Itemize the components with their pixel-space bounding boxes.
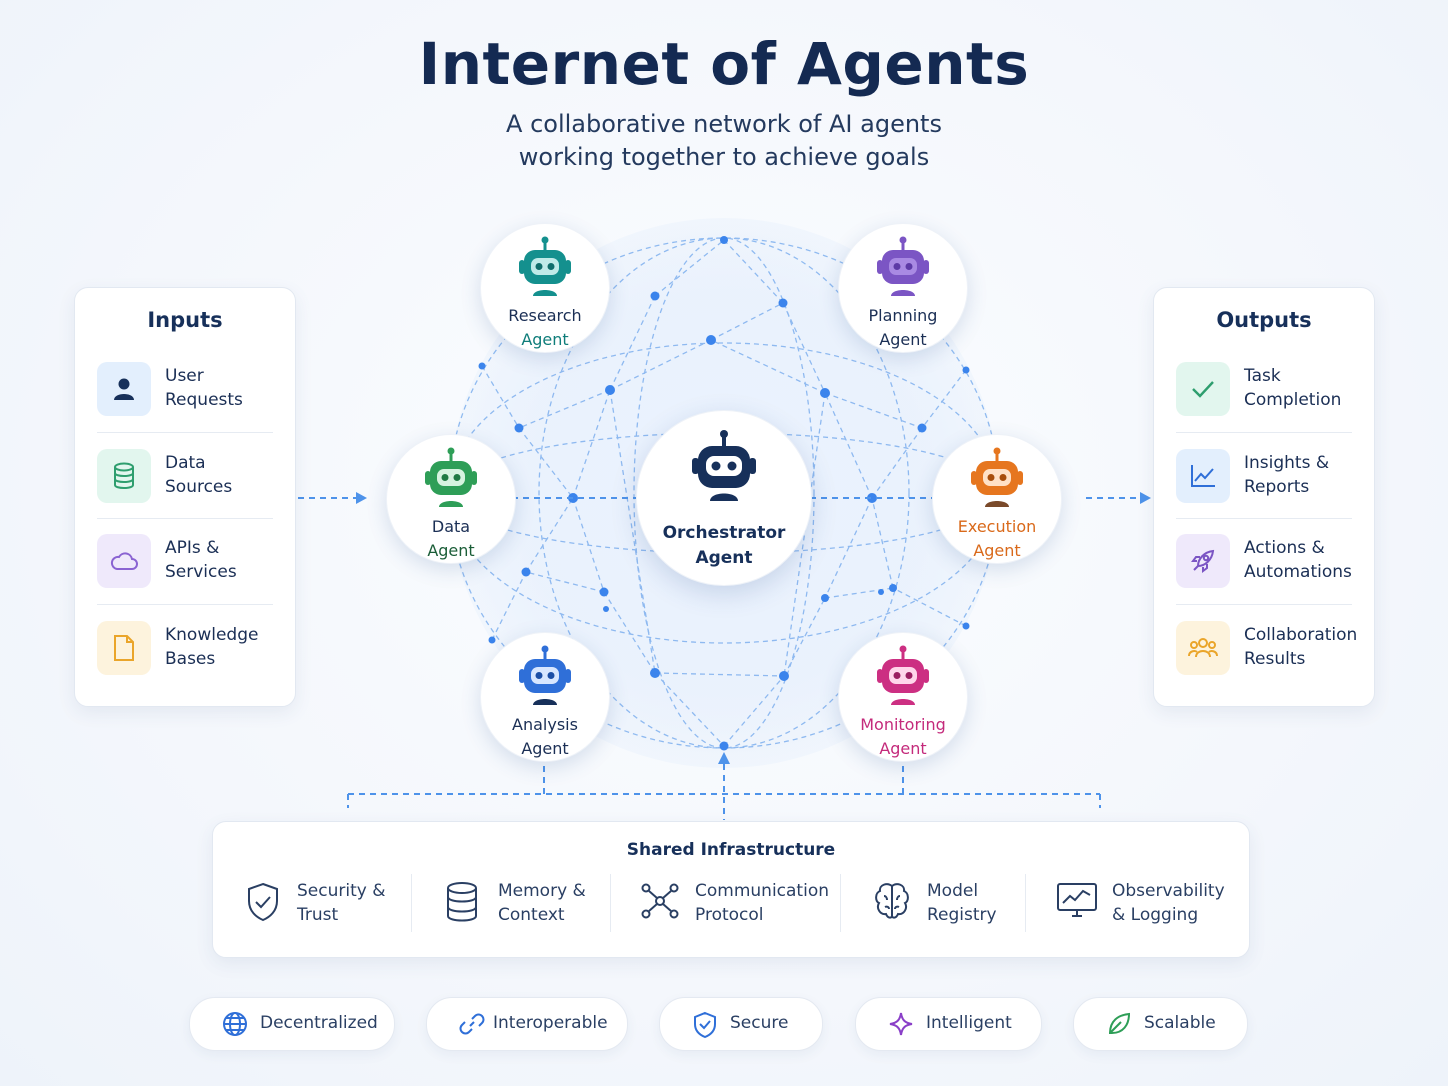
- orchestrator-label-1: Orchestrator: [662, 523, 786, 543]
- subtitle-line-1: A collaborative network of AI agents: [506, 110, 942, 138]
- shield-check-icon: [248, 882, 278, 922]
- infra-item-memory-context[interactable]: Memory &Context: [445, 877, 615, 937]
- database-stack-icon: [447, 882, 477, 922]
- infra-item-security-trust[interactable]: Security &Trust: [245, 877, 405, 937]
- output-item-actions-automations[interactable]: Actions &Automations: [1176, 526, 1352, 596]
- infrastructure-title: Shared Infrastructure: [626, 840, 836, 860]
- rocket-icon: [1176, 534, 1230, 588]
- document-icon: [97, 621, 151, 675]
- page-title: Internet of Agents: [418, 30, 1030, 98]
- feature-secure[interactable]: Secure: [659, 997, 823, 1051]
- globe-icon: [223, 1012, 247, 1036]
- shield-icon: [694, 1011, 716, 1039]
- people-icon: [1176, 621, 1230, 675]
- feature-scalable[interactable]: Scalable: [1073, 997, 1248, 1051]
- cloud-icon: [97, 534, 151, 588]
- output-item-insights-reports[interactable]: Insights &Reports: [1176, 441, 1352, 511]
- robot-icon: [425, 447, 477, 507]
- outputs-title: Outputs: [1216, 308, 1312, 332]
- orchestrator-agent[interactable]: Orchestrator Agent: [636, 410, 812, 586]
- chart-icon: [1176, 449, 1230, 503]
- brain-icon: [875, 883, 909, 919]
- robot-icon: [877, 645, 929, 705]
- user-icon: [97, 362, 151, 416]
- feature-intelligent[interactable]: Intelligent: [855, 997, 1042, 1051]
- network-nodes-icon: [641, 883, 679, 919]
- robot-icon: [692, 430, 756, 501]
- orchestrator-label-2: Agent: [695, 548, 753, 568]
- input-item-apis-services[interactable]: APIs &Services: [97, 526, 273, 596]
- leaf-icon: [1108, 1012, 1131, 1034]
- sparkle-icon: [889, 1012, 913, 1036]
- database-icon: [97, 449, 151, 503]
- feature-interoperable[interactable]: Interoperable: [426, 997, 628, 1051]
- inputs-title: Inputs: [147, 308, 223, 332]
- robot-icon: [519, 236, 571, 296]
- infra-item-observability-logging[interactable]: Observability& Logging: [1056, 877, 1226, 937]
- link-icon: [459, 1013, 485, 1035]
- robot-icon: [877, 236, 929, 296]
- page-subtitle: A collaborative network of AI agents wor…: [474, 108, 974, 174]
- feature-decentralized[interactable]: Decentralized: [189, 997, 395, 1051]
- robot-icon: [971, 447, 1023, 507]
- monitor-chart-icon: [1057, 883, 1097, 917]
- subtitle-line-2: working together to achieve goals: [518, 143, 930, 171]
- robot-icon: [519, 645, 571, 705]
- shared-infrastructure-panel: Shared Infrastructure Security &Trust Me…: [212, 821, 1250, 958]
- check-icon: [1176, 362, 1230, 416]
